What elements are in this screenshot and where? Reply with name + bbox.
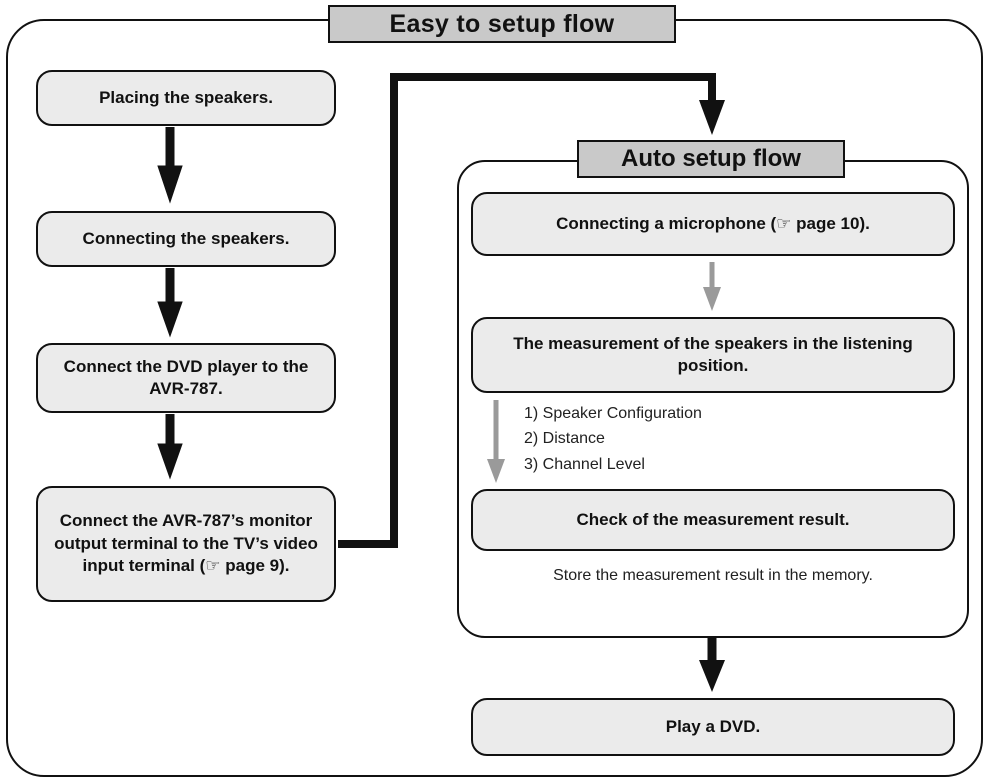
arrow-down-icon bbox=[157, 443, 183, 480]
step-measurement: The measurement of the speakers in the l… bbox=[471, 317, 955, 393]
step-connecting-microphone: Connecting a microphone (☞ page 10). bbox=[471, 192, 955, 256]
step-play-dvd: Play a DVD. bbox=[471, 698, 955, 756]
arrow-down-icon bbox=[157, 165, 183, 204]
measurement-item-distance: 2) Distance bbox=[524, 430, 605, 447]
auto-flow-arrows bbox=[487, 262, 721, 483]
left-flow-arrows bbox=[157, 127, 183, 480]
arrow-down-icon bbox=[487, 459, 505, 483]
arrow-down-icon bbox=[703, 287, 721, 311]
diagram-title: Easy to setup flow bbox=[328, 5, 676, 43]
step-connect-monitor-output: Connect the AVR-787’s monitor output ter… bbox=[36, 486, 336, 602]
step-check-result: Check of the measurement result. bbox=[471, 489, 955, 551]
step-placing-speakers: Placing the speakers. bbox=[36, 70, 336, 126]
store-result-note: Store the measurement result in the memo… bbox=[553, 567, 873, 584]
step-connecting-speakers: Connecting the speakers. bbox=[36, 211, 336, 267]
arrow-down-icon bbox=[699, 100, 725, 135]
arrow-down-icon bbox=[157, 301, 183, 338]
cross-connector-line bbox=[338, 73, 716, 548]
measurement-item-speaker-configuration: 1) Speaker Configuration bbox=[524, 405, 702, 422]
measurement-item-channel-level: 3) Channel Level bbox=[524, 456, 645, 473]
auto-setup-title: Auto setup flow bbox=[577, 140, 845, 178]
arrow-down-icon bbox=[699, 660, 725, 692]
step-connect-dvd-player: Connect the DVD player to the AVR-787. bbox=[36, 343, 336, 413]
